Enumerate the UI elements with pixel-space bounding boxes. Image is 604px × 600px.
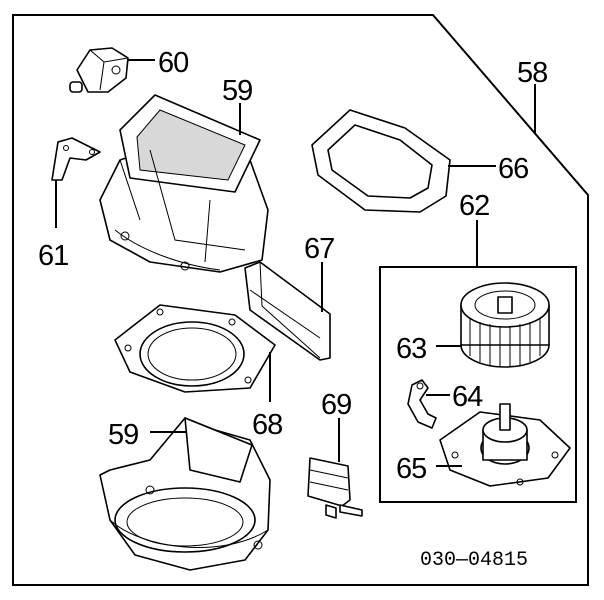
callout-63: 63 bbox=[396, 333, 426, 365]
diagram-code: 030—04815 bbox=[420, 549, 528, 572]
intake-duct-part-59-upper bbox=[99, 94, 269, 273]
callout-67: 67 bbox=[304, 233, 334, 265]
callout-66: 66 bbox=[498, 153, 528, 185]
clip-part-64 bbox=[407, 379, 437, 429]
callout-65: 65 bbox=[396, 453, 426, 485]
callout-68: 68 bbox=[252, 409, 282, 441]
callout-64: 64 bbox=[452, 381, 483, 413]
actuator-part-60 bbox=[69, 47, 129, 93]
filter-element-part-67 bbox=[244, 261, 331, 361]
callout-58: 58 bbox=[517, 57, 547, 89]
callout-59-lower: 59 bbox=[108, 419, 138, 451]
filter-frame-part-66 bbox=[311, 109, 451, 213]
bracket-part-61 bbox=[51, 137, 101, 181]
blower-case-part-59-lower bbox=[99, 417, 271, 571]
callout-59-upper: 59 bbox=[222, 75, 252, 107]
fan-wheel-part-63 bbox=[460, 282, 550, 368]
assembly-frame bbox=[12, 14, 589, 586]
callout-69: 69 bbox=[321, 389, 351, 421]
motor-part-65 bbox=[439, 403, 571, 487]
callout-61: 61 bbox=[38, 240, 68, 272]
gasket-part-68 bbox=[114, 304, 276, 393]
resistor-part-69 bbox=[307, 457, 363, 519]
callout-60: 60 bbox=[158, 47, 188, 79]
callout-62: 62 bbox=[459, 190, 489, 222]
